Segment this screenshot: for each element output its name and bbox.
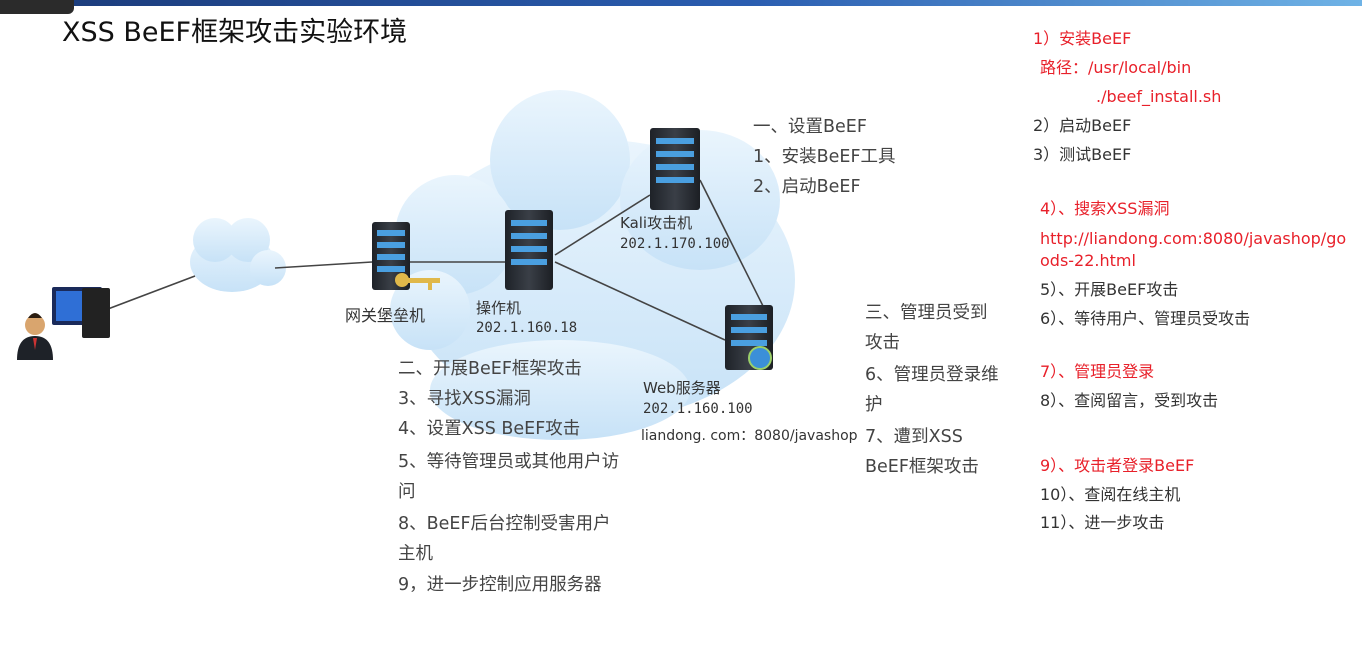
kali-ip: 202.1.170.100 — [620, 236, 730, 252]
web-ip: 202.1.160.100 — [643, 401, 753, 417]
attack-step: 4、设置XSS BeEF攻击 — [398, 419, 581, 439]
admin-step: BeEF框架攻击 — [865, 457, 979, 477]
attack-step: 9，进一步控制应用服务器 — [398, 575, 602, 595]
kali-server-icon — [650, 128, 700, 210]
operator-ip: 202.1.160.18 — [476, 320, 578, 336]
panel-line: 路径：/usr/local/bin — [1040, 58, 1192, 77]
slide-title: XSS BeEF框架攻击实验环境 — [62, 17, 408, 48]
panel-line: 11）、进一步攻击 — [1040, 513, 1165, 532]
panel-line: 4）、搜索XSS漏洞 — [1040, 199, 1170, 218]
panel-line: 2）启动BeEF — [1033, 116, 1132, 135]
panel-line: 7）、管理员登录 — [1040, 362, 1155, 381]
web-url: liandong. com：8080/javashop — [641, 428, 858, 444]
web-label: Web服务器 — [643, 379, 721, 397]
attack-step: 二、开展BeEF框架攻击 — [398, 359, 582, 379]
panel-line: 8）、查阅留言，受到攻击 — [1040, 391, 1219, 410]
attack-step: 3、寻找XSS漏洞 — [398, 389, 531, 409]
setup-step: 1、安装BeEF工具 — [753, 147, 896, 167]
setup-step: 2、启动BeEF — [753, 177, 861, 197]
panel-line: 6）、等待用户、管理员受攻击 — [1040, 309, 1251, 328]
attack-step: 8、BeEF后台控制受害用户 — [398, 514, 611, 534]
web-server-icon — [725, 305, 773, 370]
panel-line: ods-22.html — [1040, 251, 1136, 270]
panel-line: ./beef_install.sh — [1096, 87, 1222, 106]
top-accent-bar — [0, 0, 1362, 6]
attack-step: 主机 — [398, 544, 433, 564]
kali-label: Kali攻击机 — [620, 214, 693, 232]
admin-step: 三、管理员受到 — [865, 303, 988, 323]
internet-cloud — [190, 218, 286, 292]
admin-step: 7、遭到XSS — [865, 427, 963, 447]
attack-step: 5、等待管理员或其他用户访 — [398, 452, 620, 472]
gateway-label: 网关堡垒机 — [345, 306, 426, 325]
operator-server-icon — [505, 210, 553, 290]
corner-tab — [0, 0, 74, 14]
network-links — [99, 179, 766, 341]
operator-label: 操作机 — [476, 299, 522, 317]
user-icon — [17, 287, 110, 360]
gateway-server-icon — [372, 222, 440, 290]
admin-step: 攻击 — [865, 333, 900, 353]
admin-step: 护 — [865, 395, 883, 415]
setup-step: 一、设置BeEF — [753, 117, 867, 137]
panel-line: 1）安装BeEF — [1033, 29, 1132, 48]
panel-line: 9）、攻击者登录BeEF — [1040, 456, 1195, 475]
panel-line: http://liandong.com:8080/javashop/go — [1040, 229, 1347, 248]
panel-line: 10）、查阅在线主机 — [1040, 485, 1181, 504]
attack-step: 问 — [398, 482, 416, 502]
panel-line: 5）、开展BeEF攻击 — [1040, 280, 1179, 299]
panel-line: 3）测试BeEF — [1033, 145, 1132, 164]
admin-step: 6、管理员登录维 — [865, 365, 999, 385]
